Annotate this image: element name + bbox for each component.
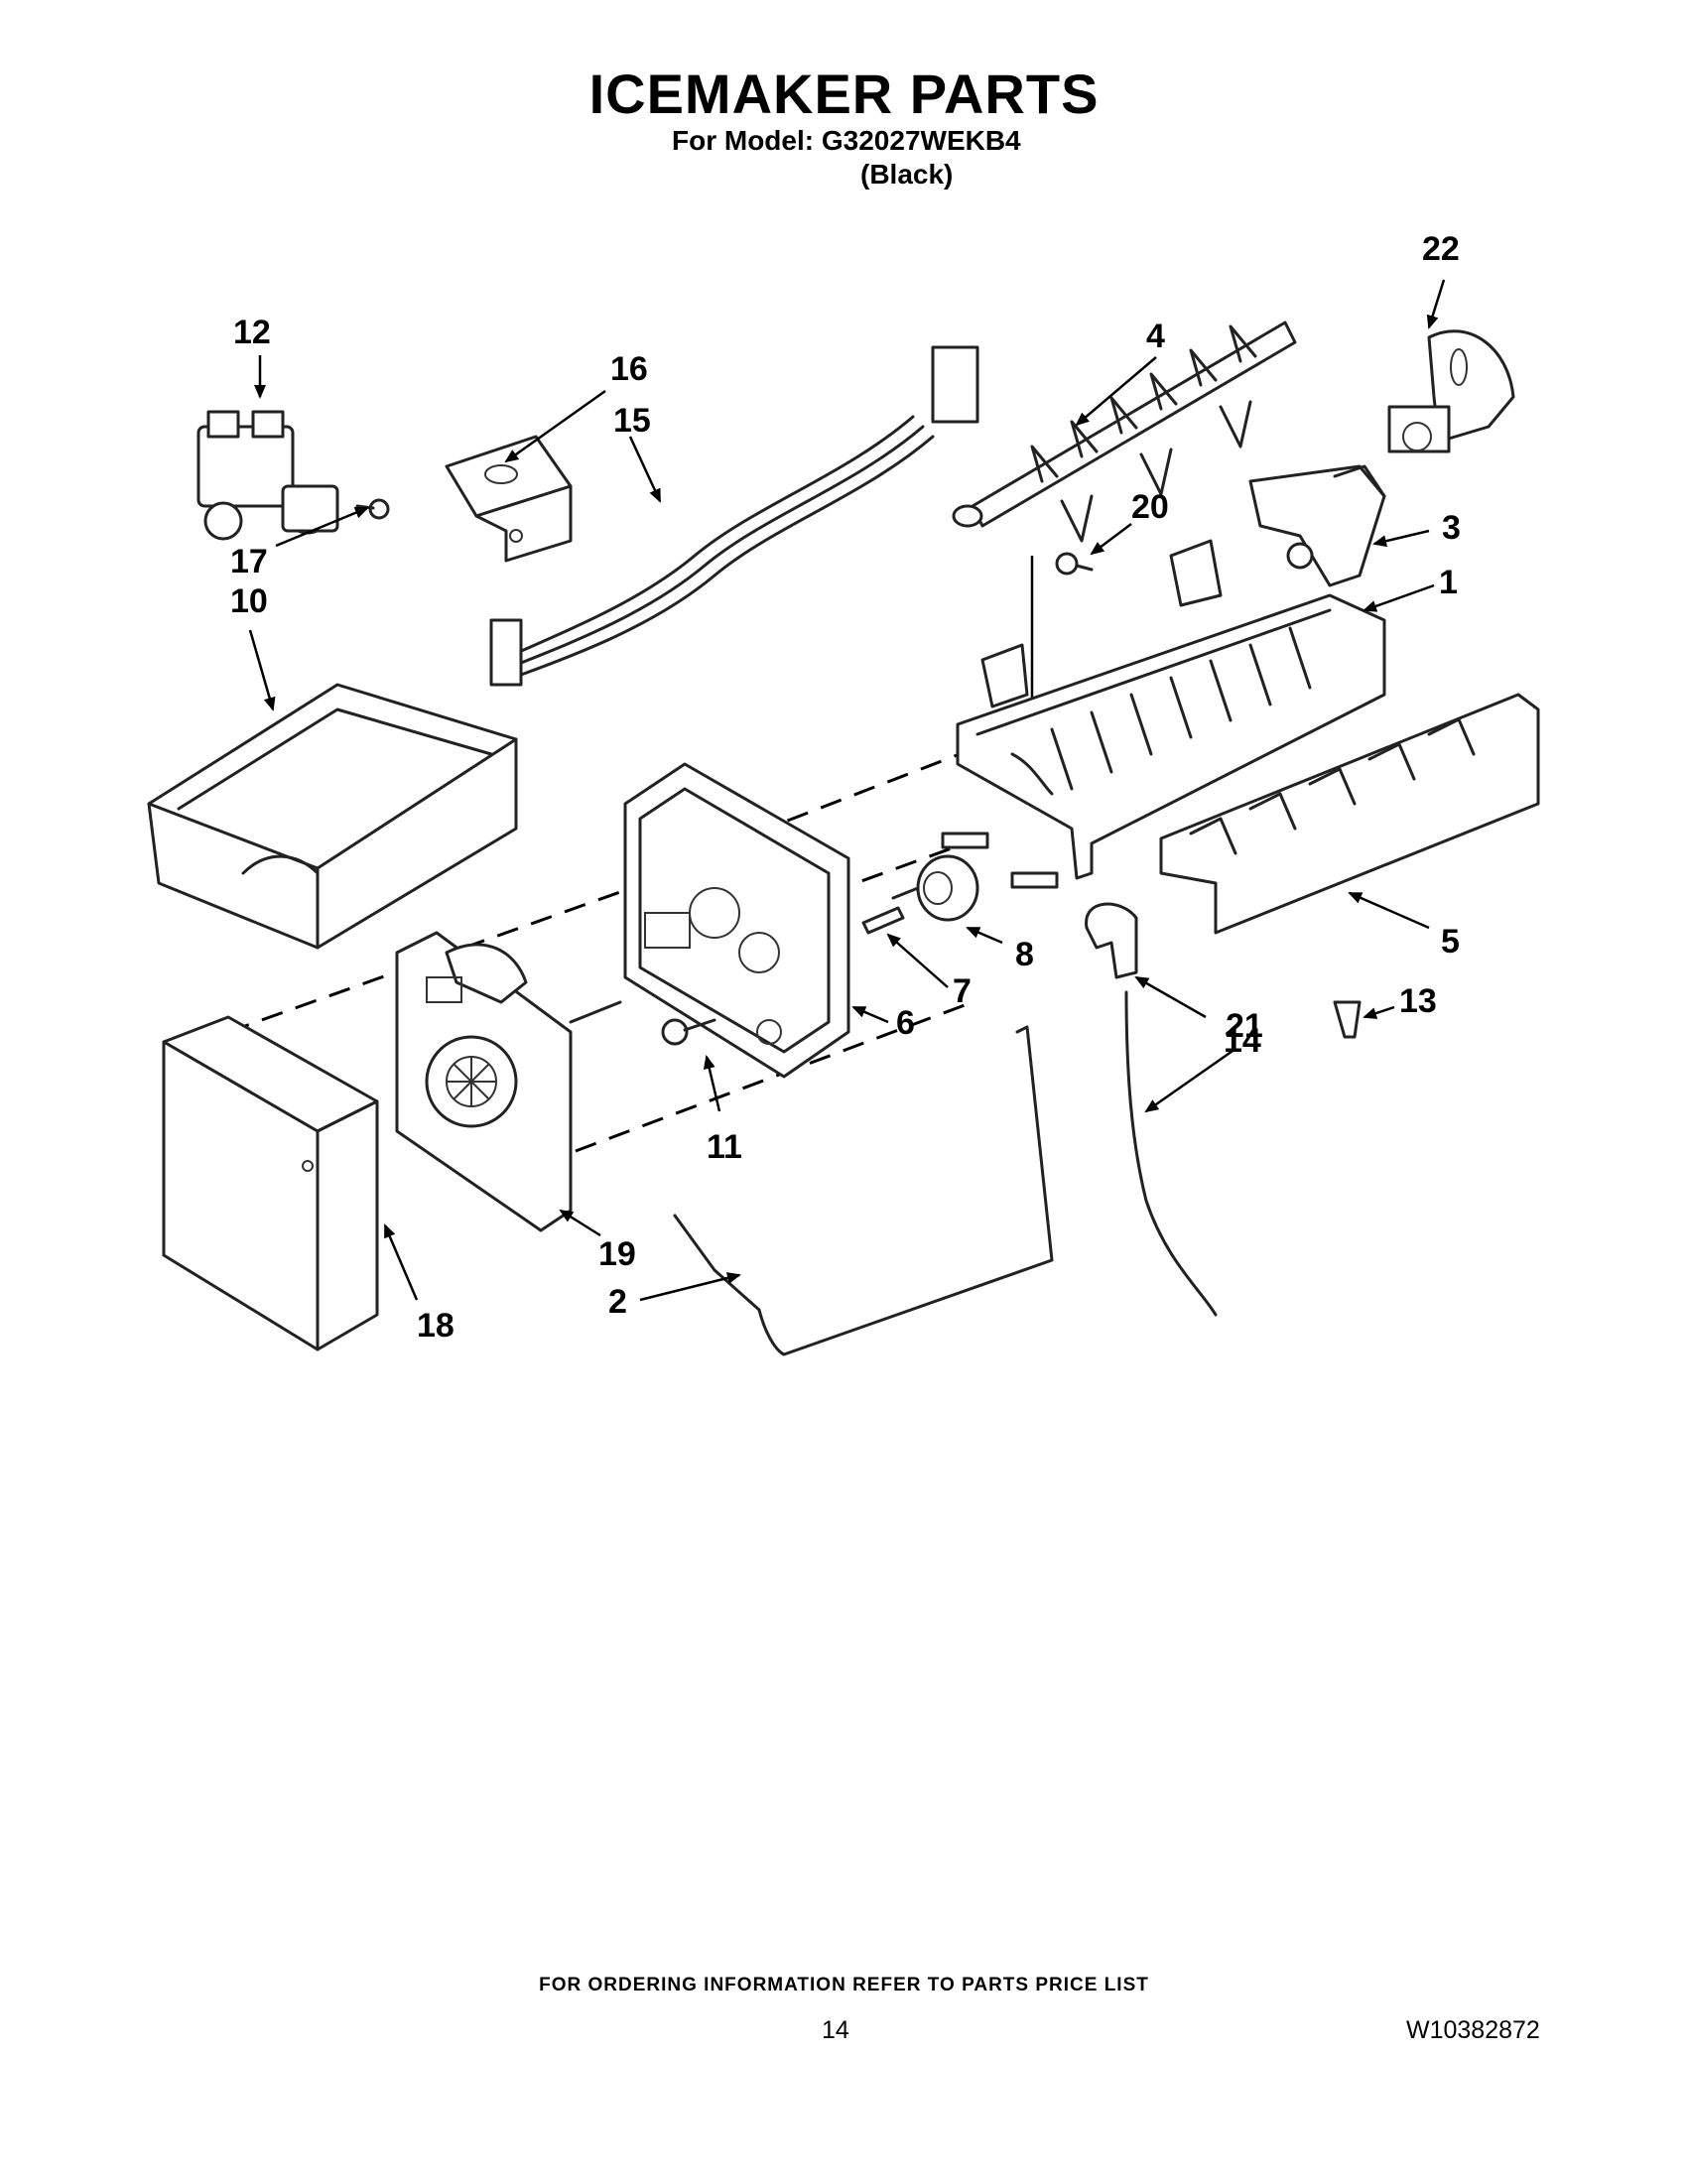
ordering-note: FOR ORDERING INFORMATION REFER TO PARTS … — [539, 1975, 1149, 1995]
cover-box-part — [162, 1015, 379, 1351]
screw-part-20 — [1030, 552, 1094, 714]
document-number: W10382872 — [1406, 2016, 1540, 2044]
ice-bin-part — [147, 683, 518, 950]
wire-harness-part — [489, 345, 979, 687]
callout-4: 4 — [1146, 318, 1165, 355]
water-valve-part — [196, 410, 339, 541]
callout-20: 20 — [1131, 488, 1169, 526]
stripper-part — [1159, 693, 1540, 935]
callout-17: 17 — [230, 543, 268, 580]
callout-18: 18 — [417, 1307, 454, 1345]
callout-22: 22 — [1422, 230, 1460, 268]
motor-part — [891, 832, 1059, 922]
page-title: ICEMAKER PARTS — [588, 63, 1100, 125]
screw-part-11 — [661, 1018, 716, 1046]
callout-6: 6 — [896, 1004, 915, 1042]
plug-part — [1333, 1000, 1362, 1039]
color-line: (Black) — [860, 159, 954, 190]
screw-part-17 — [355, 498, 390, 520]
callout-15: 15 — [613, 402, 651, 440]
shaft-part-7 — [861, 906, 905, 935]
housing-part — [623, 762, 850, 1079]
wire-arm-part — [673, 1025, 1054, 1356]
motor-plate-part — [395, 931, 622, 1232]
model-line: For Model: G32027WEKB4 — [672, 125, 1021, 156]
callout-13: 13 — [1399, 982, 1437, 1020]
callout-1: 1 — [1439, 564, 1458, 601]
callout-labels: 1 2 3 4 5 6 7 8 10 11 12 13 14 15 16 17 … — [230, 230, 1461, 1345]
callout-11: 11 — [707, 1128, 742, 1166]
ice-mold-part — [956, 539, 1386, 880]
callout-16: 16 — [610, 350, 648, 388]
bearing-part — [1248, 464, 1386, 587]
callout-3: 3 — [1442, 509, 1461, 547]
callout-10: 10 — [230, 582, 268, 620]
callout-12: 12 — [233, 314, 271, 351]
cover-part-22 — [1387, 329, 1515, 453]
ejector-part — [952, 321, 1297, 543]
leader-arrows — [248, 279, 1446, 1302]
callout-7: 7 — [953, 972, 972, 1010]
page-number: 14 — [822, 2016, 849, 2044]
callout-14: 14 — [1224, 1022, 1261, 1060]
callout-21: 21 — [1226, 1007, 1263, 1045]
callout-2: 2 — [608, 1283, 627, 1321]
fill-tube-part — [1124, 990, 1218, 1317]
callout-5: 5 — [1441, 923, 1460, 961]
bracket-part — [445, 435, 573, 563]
callout-8: 8 — [1015, 936, 1034, 973]
callout-19: 19 — [598, 1235, 636, 1273]
clip-part — [1085, 902, 1138, 979]
